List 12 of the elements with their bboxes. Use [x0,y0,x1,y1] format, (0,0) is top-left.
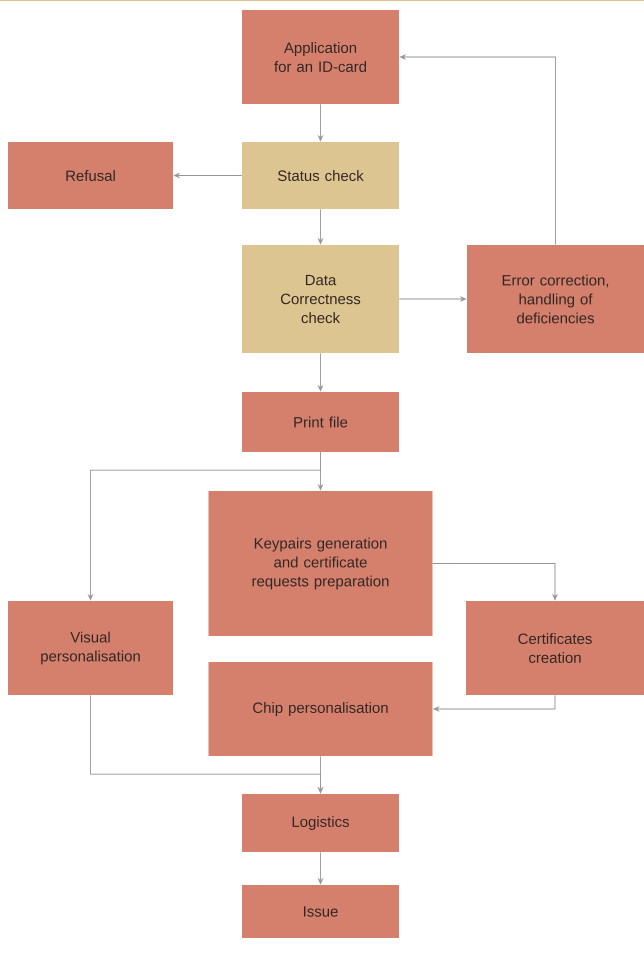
process-box: Visual personalisation [8,601,173,695]
process-box: Error correction, handling of deficiencies [467,245,644,353]
process-box: Status check [242,142,399,209]
process-box: Data Correctness check [242,245,399,353]
process-box: Refusal [8,142,173,209]
process-box: Logistics [242,794,399,852]
process-box: Certificates creation [466,601,644,695]
process-box: Keypairs generation and certificate requests preparation [208,491,432,636]
process-box: Application for an ID-card [242,10,399,104]
process-box: Chip personalisation [208,662,432,756]
process-box: Issue [242,885,399,938]
process-box: Print file [242,392,399,452]
